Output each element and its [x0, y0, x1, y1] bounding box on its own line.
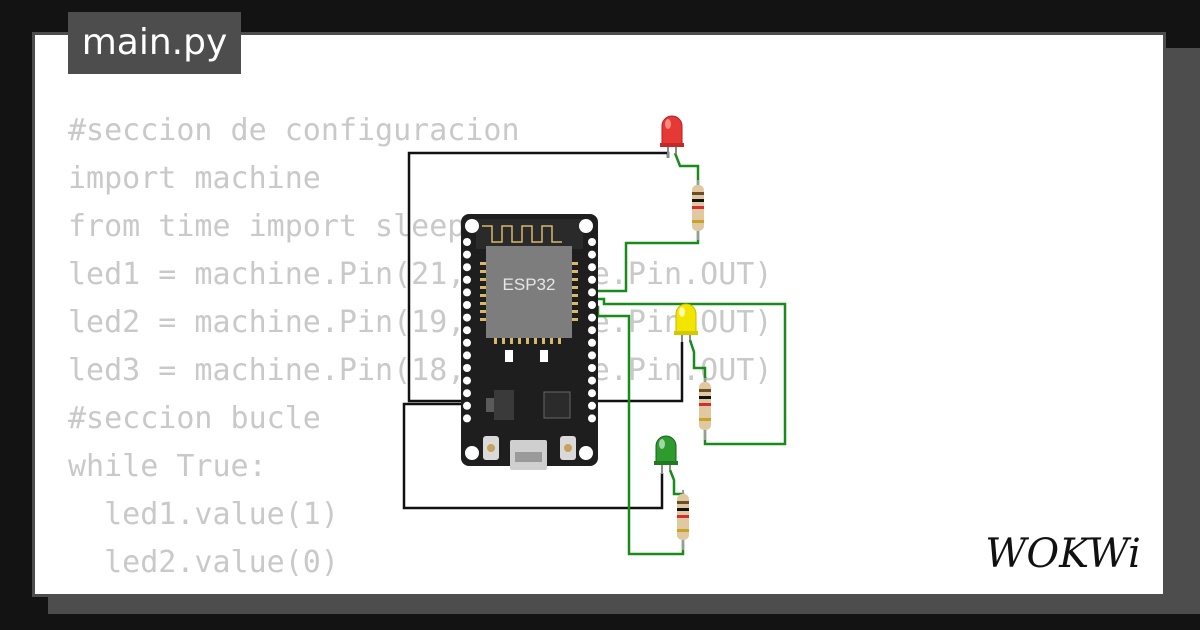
pin-dot [463, 364, 471, 372]
esp32-board: ESP32 [461, 214, 598, 470]
pin-dot [463, 301, 471, 309]
pin-dot [463, 401, 471, 410]
signal-wire-led2 [590, 297, 787, 446]
led-green [654, 435, 678, 474]
file-tab[interactable]: main.py [68, 12, 241, 74]
pin-dot [588, 238, 596, 246]
pin-dot [588, 313, 596, 322]
pin-dot [588, 364, 596, 372]
pin-dot [463, 275, 471, 284]
wokwi-logo[interactable]: WOKWi [975, 527, 1151, 577]
pin-dot [463, 351, 471, 360]
resistor-1 [692, 180, 704, 240]
pin-dot [588, 389, 596, 398]
pin-dot [588, 301, 596, 309]
pin-dot [588, 401, 596, 410]
code-line: from time import sleep [68, 209, 466, 244]
led2-to-resistor [688, 339, 707, 384]
led3-to-resistor [668, 469, 685, 496]
code-line: led1 = machine.Pin(21, machine.Pin.OUT) [68, 257, 773, 292]
pin-dot [588, 250, 596, 259]
pin-dot [463, 250, 471, 259]
brand-name: WOKWi [985, 531, 1141, 577]
ground-wire-green [402, 402, 664, 510]
signal-wire-led1 [590, 230, 700, 293]
code-line: led3.value(0) [68, 587, 772, 594]
pin-dot [463, 238, 471, 246]
pin-dot [463, 263, 471, 272]
led-yellow [674, 303, 698, 342]
pin-dot [463, 389, 471, 398]
code-preview: #seccion de configuracion import machine f… [68, 107, 773, 594]
led1-to-resistor [673, 152, 700, 186]
signal-wire-led3 [590, 305, 685, 556]
pin-dot [463, 313, 471, 322]
pin-dot [463, 326, 471, 335]
code-line: led1.value(1) [68, 497, 339, 532]
pin-dot [588, 351, 596, 360]
pin-dot [588, 414, 596, 423]
pin-dot [463, 414, 471, 423]
pin-dot [588, 275, 596, 284]
pin-dot [588, 338, 596, 347]
code-line: import machine [68, 161, 321, 196]
pin-dot [463, 376, 471, 385]
resistor-3 [677, 490, 689, 550]
signal-wires [590, 152, 787, 556]
code-line: #seccion bucle [68, 401, 321, 436]
pin-dot [588, 263, 596, 272]
resistor-2 [699, 378, 711, 440]
pin-dot [463, 288, 471, 297]
code-line: while True: [68, 449, 267, 484]
chip-label: ESP32 [503, 275, 556, 294]
pin-dot [588, 326, 596, 335]
code-line: led2.value(0) [68, 545, 339, 580]
code-line: #seccion de configuracion [68, 113, 520, 148]
led-red [660, 115, 684, 158]
pin-header-left [463, 238, 471, 423]
pin-header-right [588, 238, 596, 423]
pin-dot [588, 288, 596, 297]
pin-dot [588, 376, 596, 385]
pin-dot [463, 338, 471, 347]
